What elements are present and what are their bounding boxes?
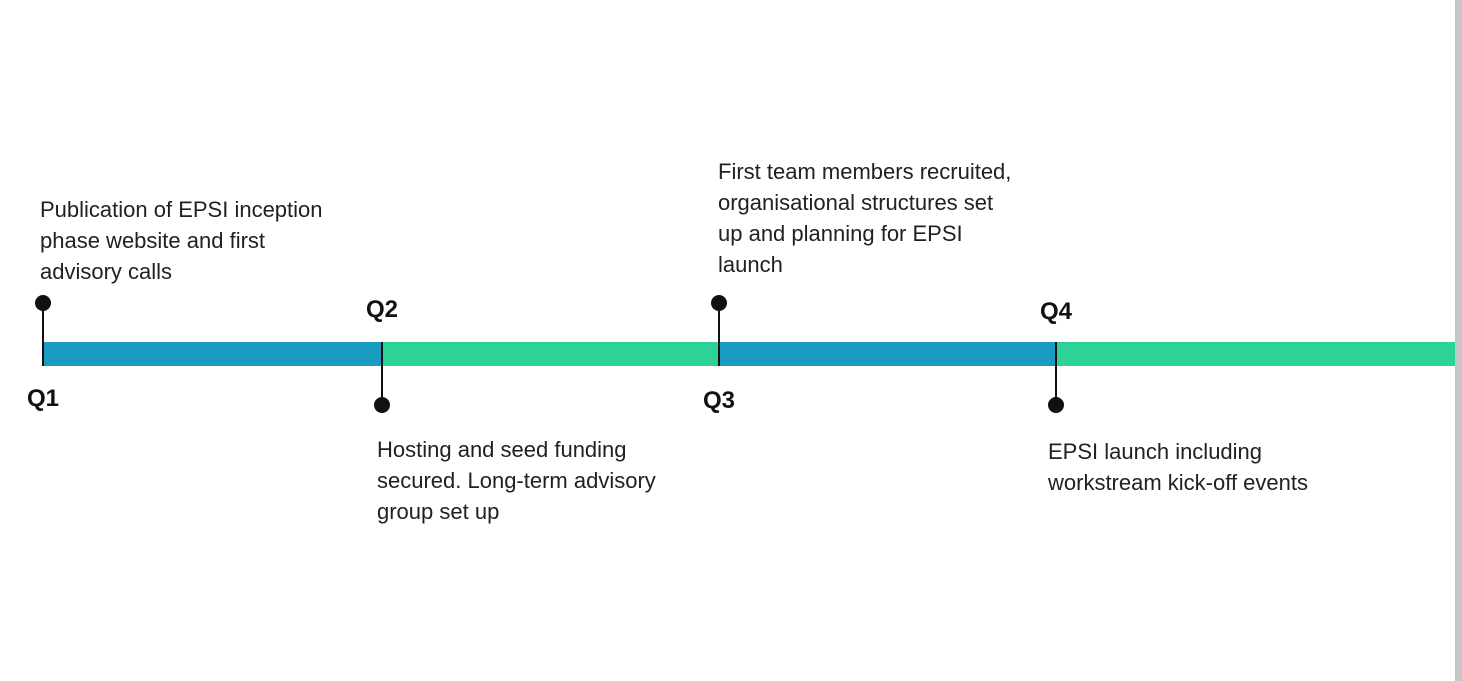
milestone-dot bbox=[711, 295, 727, 311]
milestone-dot bbox=[374, 397, 390, 413]
milestone-stem bbox=[718, 303, 720, 366]
bar-segment-q4-end bbox=[1056, 342, 1455, 366]
milestone-description-q2: Hosting and seed funding secured. Long-t… bbox=[377, 437, 656, 524]
quarter-label-q3: Q3 bbox=[702, 387, 736, 414]
page-edge-strip bbox=[1455, 0, 1462, 681]
quarter-label-q4: Q4 bbox=[1039, 298, 1073, 325]
timeline-bar bbox=[43, 342, 1455, 366]
bar-segment-q3-q4 bbox=[719, 342, 1056, 366]
milestone-description-q3: First team members recruited, organisati… bbox=[718, 159, 1012, 277]
milestone-description-q1: Publication of EPSI inception phase webs… bbox=[40, 197, 323, 284]
quarter-label-q1: Q1 bbox=[26, 385, 60, 412]
milestone-description-q4: EPSI launch including workstream kick-of… bbox=[1048, 439, 1309, 495]
bar-segment-q1-q2 bbox=[43, 342, 382, 366]
milestone-dot bbox=[1048, 397, 1064, 413]
bar-segment-q2-q3 bbox=[382, 342, 719, 366]
quarter-label-q2: Q2 bbox=[365, 296, 399, 323]
milestone-dot bbox=[35, 295, 51, 311]
milestone-stem bbox=[1055, 342, 1057, 405]
milestone-stem bbox=[381, 342, 383, 405]
milestone-stem bbox=[42, 303, 44, 366]
